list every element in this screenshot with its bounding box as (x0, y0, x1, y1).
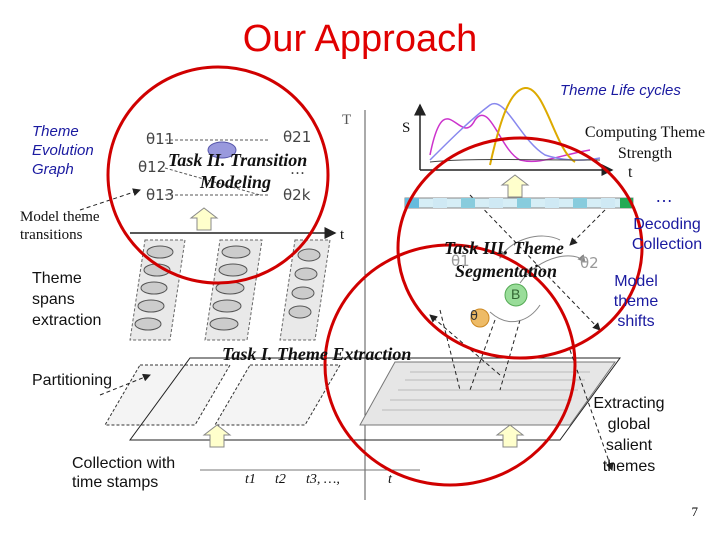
timeline-tick-4: t (388, 472, 392, 487)
timeline-tick-3: t3, …, (306, 472, 340, 487)
page-title: Our Approach (242, 18, 478, 60)
life-cycle-curve-3 (489, 86, 576, 166)
theta-21: θ21 (283, 128, 312, 146)
theme-life-cycles-label: Theme Life cycles (560, 82, 681, 99)
evolution-node (207, 141, 237, 159)
theme-column-1 (129, 239, 186, 341)
page-number: 7 (691, 504, 699, 519)
evolution-graph-edges (164, 139, 270, 196)
partition-slice-1 (104, 364, 231, 426)
theta-hmm-1: θ1 (451, 252, 470, 270)
theta-11: θ11 (146, 130, 175, 148)
computing-strength-label: Computing Theme Strength (584, 124, 706, 162)
axis-T-label: T (342, 112, 352, 128)
highlight-circle-segmentation (396, 136, 644, 360)
axis-S-label: S (402, 120, 411, 136)
theme-column-3 (279, 239, 331, 341)
theta-2k: θ2k (283, 186, 311, 204)
hmm-arc-1 (519, 254, 586, 284)
theme-evolution-graph-label: Theme Evolution Graph (32, 123, 94, 178)
model-theme-shifts-label: Model theme shifts (613, 273, 659, 330)
extracting-themes-label: Extracting global salient themes (593, 395, 665, 475)
theta-13: θ13 (146, 186, 175, 204)
highlight-circle-extraction (323, 243, 577, 487)
up-arrows (189, 174, 530, 448)
hmm-node-B-label: B (511, 286, 521, 302)
theta-hmm-3: θ (470, 309, 478, 324)
global-plane-lines (382, 371, 590, 411)
highlight-circle-transition (106, 65, 330, 285)
hmm-node-B (504, 283, 528, 307)
timeline-tick-2: t2 (275, 472, 286, 487)
collection-label: Collection with time stamps (72, 455, 176, 491)
theta-12: θ12 (138, 158, 167, 176)
global-plane (359, 361, 616, 426)
model-transitions-label: Model theme transitions (20, 209, 100, 243)
strength-t-label: t (628, 164, 633, 181)
task3-label-line1: Task III. Theme (444, 238, 564, 258)
hmm-arc-3 (489, 304, 541, 323)
axis-t-label: t (340, 227, 345, 243)
theme-column-2 (204, 239, 263, 341)
task3-label-line2: Segmentation (455, 261, 558, 281)
decoding-ellipsis: … (655, 186, 673, 206)
partition-slice-2 (214, 364, 341, 426)
timeline-tick-1: t1 (245, 472, 256, 487)
flow-arrows (79, 188, 614, 471)
theme-spans-label: Theme spans extraction (32, 270, 102, 329)
theta-dots: … (290, 160, 305, 178)
task2-label-line1: Task II. Transition (168, 150, 308, 170)
task1-label: Task I. Theme Extraction (222, 344, 412, 364)
task2-label-line2: Modeling (200, 172, 272, 192)
decoding-strip (404, 197, 634, 209)
theta-hmm-2: θ2 (580, 254, 599, 272)
decoding-collection-label: Decoding Collection (631, 216, 703, 253)
partition-plane (129, 357, 621, 441)
partitioning-label: Partitioning (32, 372, 113, 389)
hmm-node-theta (470, 308, 490, 328)
hmm-arc-2 (499, 235, 561, 259)
